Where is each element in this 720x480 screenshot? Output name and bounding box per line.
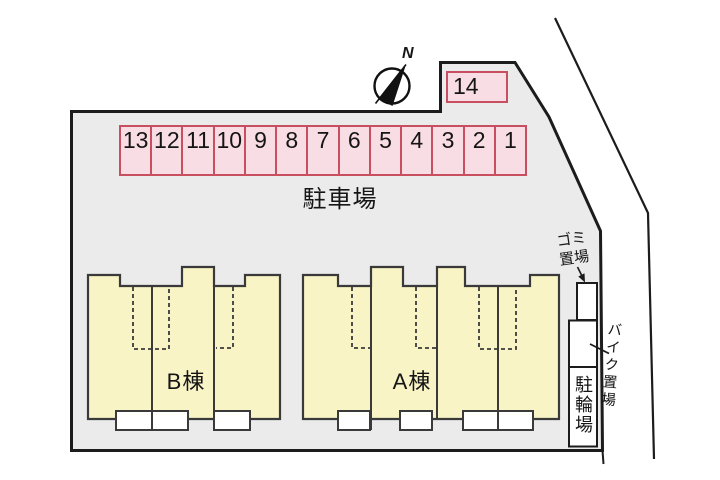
- parking-row: 13 12 11 10 9 8 7 6 5 4 3 2 1: [119, 125, 527, 176]
- parking-space-9: 9: [243, 127, 275, 174]
- parking-space-8: 8: [275, 127, 306, 174]
- bicycle-parking-box: [568, 366, 598, 448]
- parking-space-13: 13: [122, 127, 149, 153]
- parking-space-6: 6: [337, 127, 369, 174]
- garbage-area-label: ゴミ 置場: [547, 228, 600, 272]
- bike-leader-line: [589, 343, 610, 355]
- compass: [373, 64, 411, 106]
- stairwell-dashed-outline: [478, 287, 517, 350]
- building-b: [86, 265, 282, 421]
- bike-parking-box: [568, 319, 598, 368]
- entrance-porch: [213, 410, 251, 431]
- bicycle-parking-label: 駐輪場: [573, 375, 593, 435]
- entrance-porch: [399, 410, 433, 431]
- garbage-arrow: [576, 266, 585, 283]
- building-a-label: A棟: [392, 369, 432, 394]
- parking-space-11: 11: [181, 127, 212, 174]
- parking-space-5: 5: [368, 127, 400, 174]
- parking-space-2: 2: [462, 127, 494, 174]
- parking-space-4: 4: [400, 127, 431, 174]
- building-b-label: B棟: [166, 369, 206, 394]
- parking-space-14: 14: [446, 71, 508, 103]
- stairwell-dashed-outline: [132, 287, 170, 350]
- garbage-box: [576, 282, 598, 321]
- parking-lot-label: 駐車場: [302, 186, 378, 213]
- entrance-porch: [337, 410, 371, 431]
- stairwell-dashed-outline: [351, 287, 370, 349]
- parking-space-12: 12: [150, 127, 181, 174]
- north-label: N: [402, 45, 414, 62]
- road-inner-line-extension: [601, 450, 605, 465]
- road-outer-line: [554, 17, 656, 460]
- garbage-area-label-line2: 置場: [558, 247, 591, 269]
- parking-space-1: 1: [493, 127, 525, 174]
- parking-space-7: 7: [306, 127, 337, 174]
- stairwell-dashed-outline: [216, 287, 234, 349]
- compass-needle-icon: [379, 64, 406, 106]
- parking-space-3: 3: [431, 127, 462, 174]
- garbage-area-label-line1: ゴミ: [555, 229, 588, 251]
- parking-space-10: 10: [212, 127, 244, 174]
- building-a: [301, 265, 561, 421]
